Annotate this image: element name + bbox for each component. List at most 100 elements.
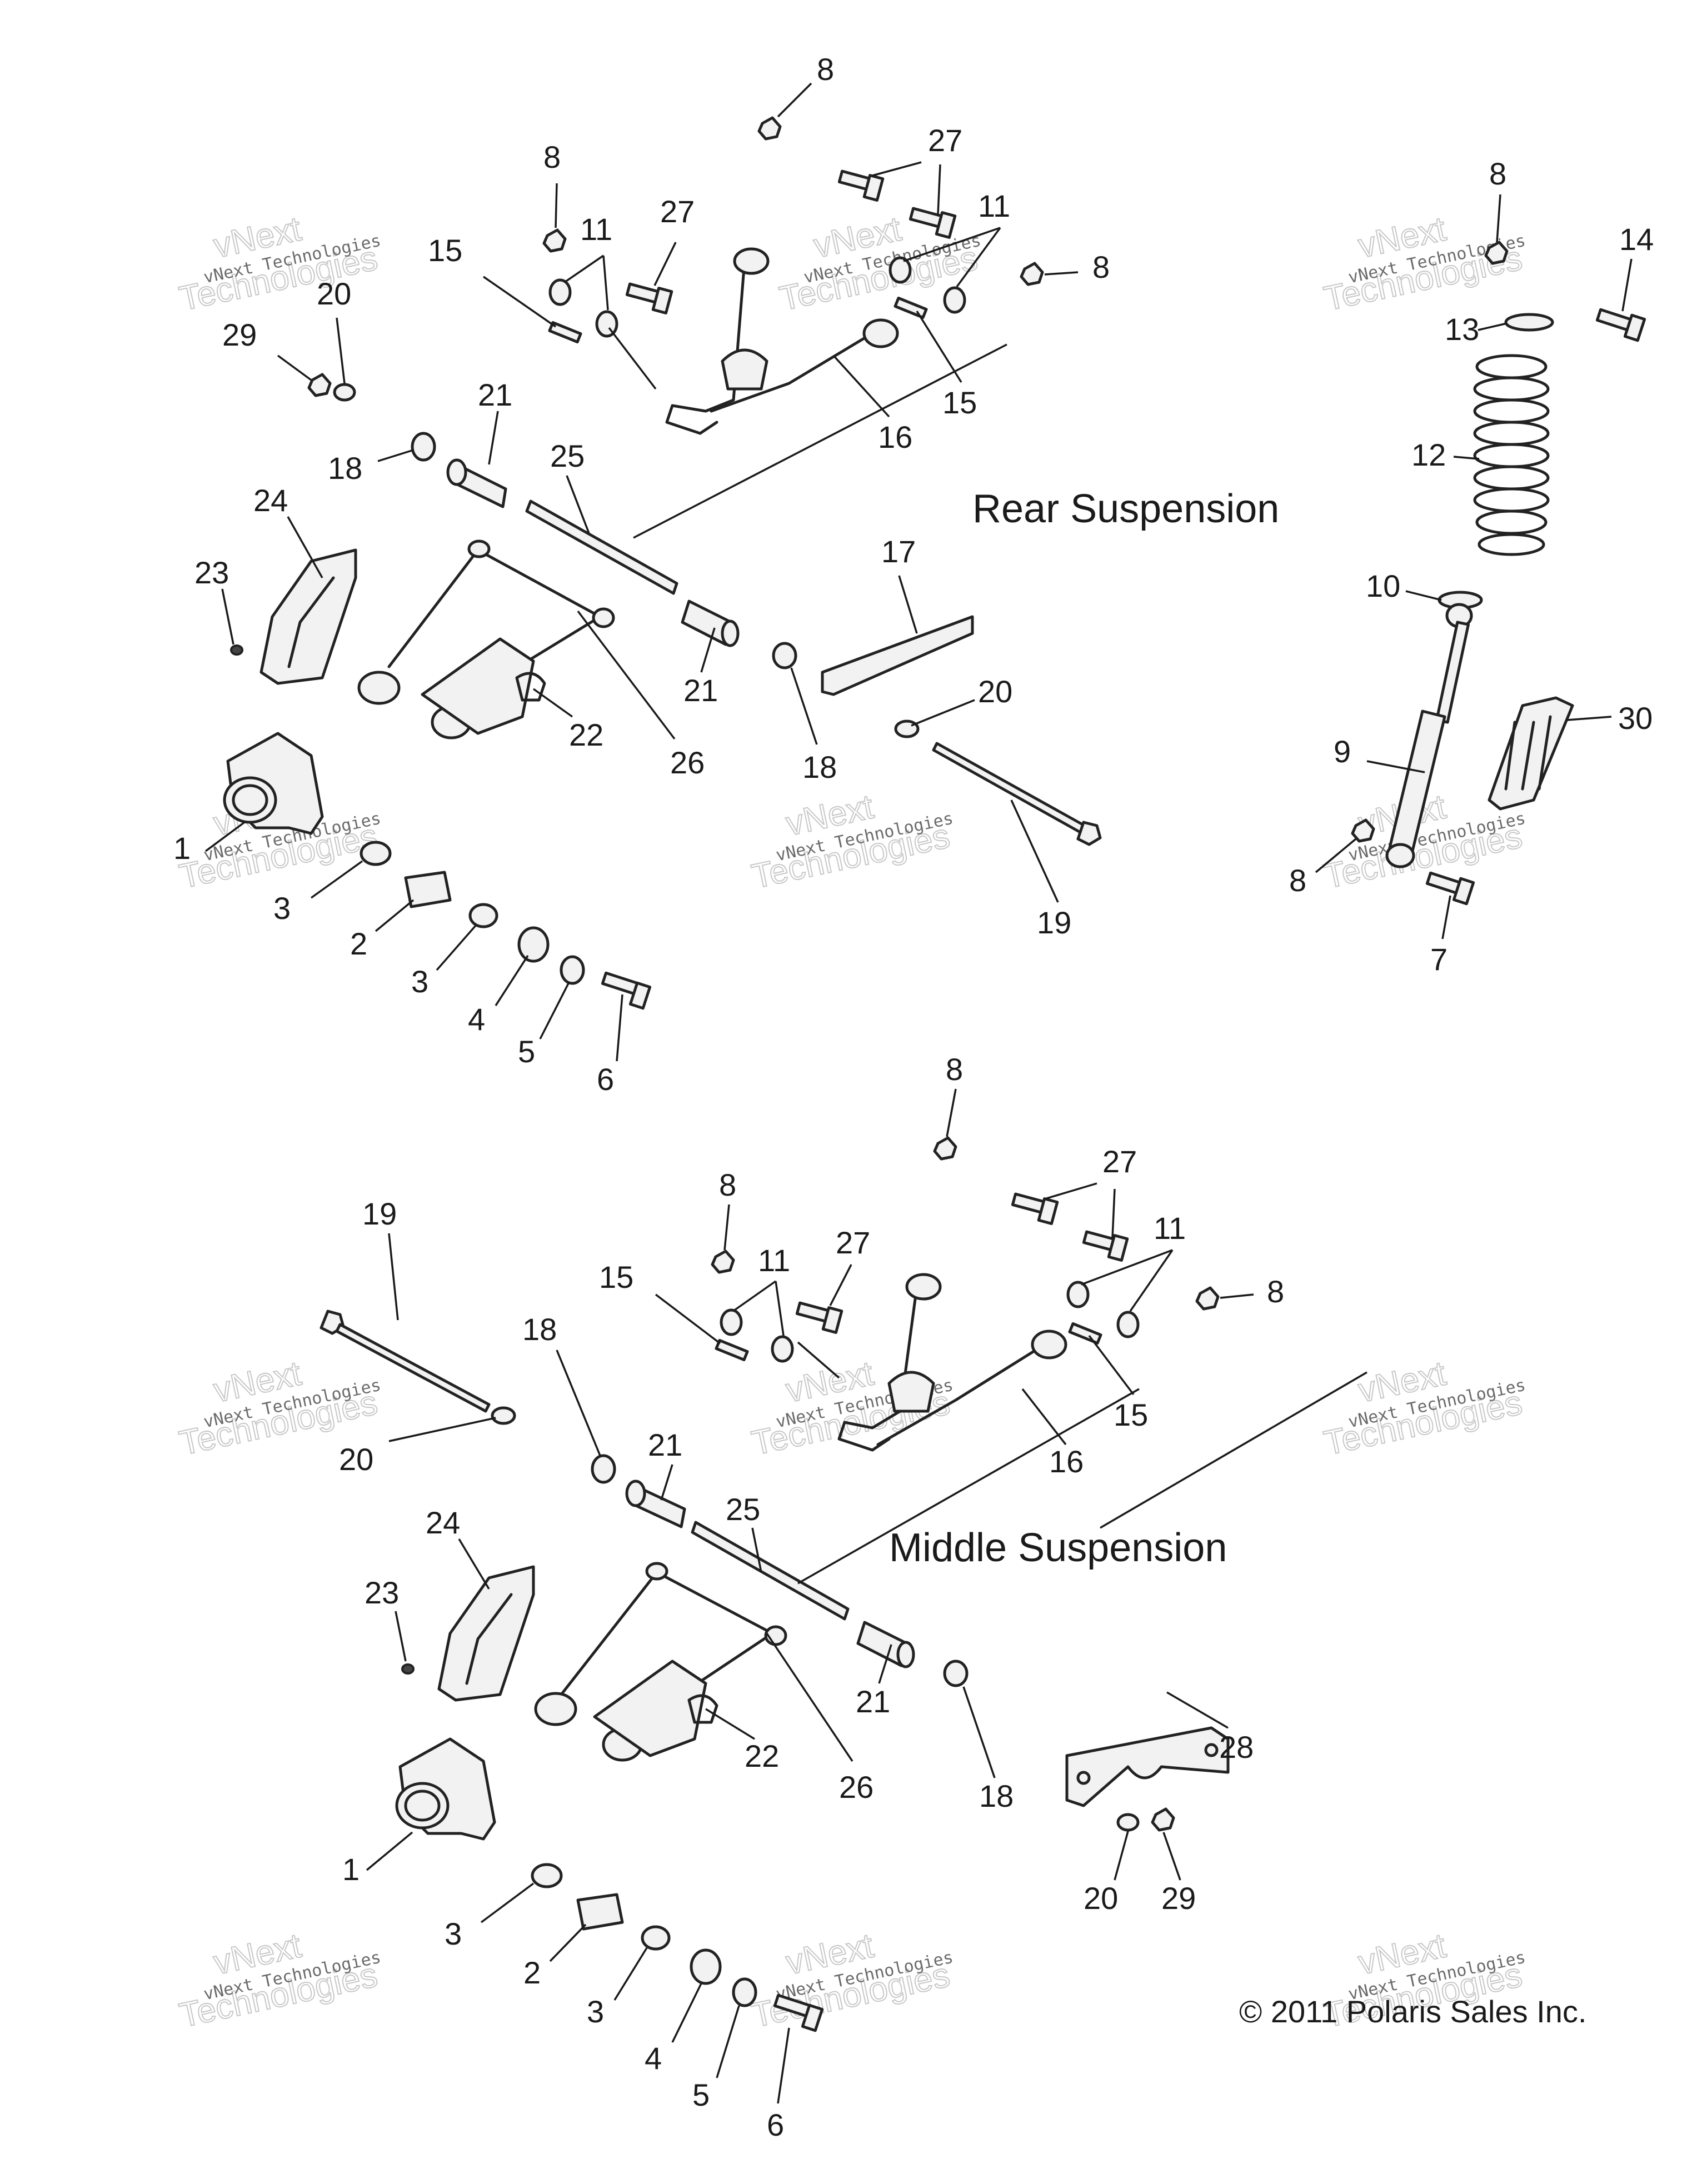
callout-label: 29 [222,317,257,352]
callout-label: 16 [1049,1444,1084,1479]
leader-line [1088,1335,1135,1396]
nut-8 [1484,241,1509,265]
callout-label: 25 [726,1492,760,1527]
leader-lines [204,82,1633,2104]
upper-a-arm-16 [837,1273,1067,1452]
washer-5 [560,955,585,985]
leader-line [1114,1831,1129,1881]
callout-label: 5 [692,2077,710,2112]
leader-line [1044,271,1079,276]
callout-label: 11 [1154,1211,1186,1246]
leader-line [723,1204,730,1251]
callout-label: 21 [683,673,718,708]
leader-line [898,575,918,634]
callout-label: 2 [523,1955,541,1990]
callout-label: 11 [978,188,1010,223]
callout-label: 26 [670,745,705,780]
washer-4 [690,1948,722,1985]
callout-label: 3 [587,1994,604,2029]
callout-label: 18 [802,749,837,784]
spacer-2 [404,871,452,908]
leader-line [832,354,890,418]
long-bolt-19 [320,1310,491,1413]
leader-line [602,255,609,311]
sleeve-21 [446,458,507,508]
spacer-2 [576,1893,624,1931]
callout-label: 3 [445,1916,462,1951]
callout-label: 15 [599,1260,633,1295]
rear-suspension-title: Rear Suspension [972,487,1279,531]
leader-line [1621,258,1633,312]
callout-label: 15 [942,385,977,420]
callout-label: 8 [543,139,561,174]
leader-line [1111,1188,1116,1238]
watermark: vNext Technologies vNext Technologies [748,1926,955,2035]
leader-line [911,699,975,727]
bolt-27 [1011,1192,1059,1225]
leader-line [872,161,922,177]
pin-15 [1068,1322,1102,1345]
nut-8 [757,116,782,141]
watermark: vNext Technologies vNext Technologies [748,787,955,896]
leader-line [1478,322,1508,331]
callout-label: 6 [597,1062,614,1097]
leader-line [777,82,812,118]
nut-8 [1195,1286,1220,1311]
callout-label: 30 [1618,701,1653,736]
watermark: vNext Technologies vNext Technologies [176,1926,383,2035]
pin-15 [548,321,582,344]
callout-label: 4 [468,1002,485,1037]
bolt-7 [1425,871,1475,906]
callout-label: 16 [878,419,912,454]
leader-line [700,627,716,673]
leader-line [705,1708,755,1740]
leader-line [1021,1388,1067,1446]
leader-line [790,667,818,745]
callout-label: 5 [518,1034,535,1069]
callout-label: 21 [648,1427,682,1462]
bracket-22 [687,1694,718,1724]
leader-line [488,411,499,465]
rear-callouts: 8 27 8 11 27 11 8 15 29 20 15 16 21 18 2… [173,52,1110,1097]
shaft-25 [691,1521,850,1621]
washer-20 [333,383,356,402]
sleeve-21 [625,1480,686,1528]
screw-23 [401,1663,415,1675]
leader-line [1044,1182,1097,1200]
leader-line [797,1388,1140,1585]
leader-line [655,1293,721,1345]
leader-line [616,994,623,1062]
bolt-6 [601,971,652,1010]
knuckle-1 [395,1737,496,1841]
guard-24 [259,548,357,685]
pin-15 [715,1338,749,1362]
leader-line [766,1633,854,1762]
leader-line [310,860,363,899]
callout-label: 8 [946,1052,963,1087]
callout-label: 23 [194,555,229,590]
bolt-6 [773,1993,824,2032]
leader-line [1162,1832,1181,1881]
callout-label: 1 [342,1852,360,1887]
leader-line [962,1686,996,1778]
callout-label: 25 [550,438,585,473]
middle-callouts: 8 8 27 11 27 11 8 15 19 18 15 21 20 16 2… [339,1052,1284,2142]
leader-line [204,821,246,852]
leader-line [777,2027,790,2104]
washer-20 [1116,1813,1140,1832]
callout-label: 9 [1334,734,1351,769]
leader-line [613,1947,648,2001]
leader-line [377,449,414,462]
callout-label: 12 [1411,437,1446,472]
boot-30 [1488,696,1574,811]
middle-suspension-parts [320,1136,1230,2032]
callout-label: 11 [758,1243,790,1278]
leader-line [1220,1293,1254,1299]
leader-line [733,1280,777,1311]
nut-8 [711,1250,735,1274]
callout-label: 4 [645,2041,662,2076]
bushing-11 [943,286,966,314]
leader-line [495,955,529,1006]
